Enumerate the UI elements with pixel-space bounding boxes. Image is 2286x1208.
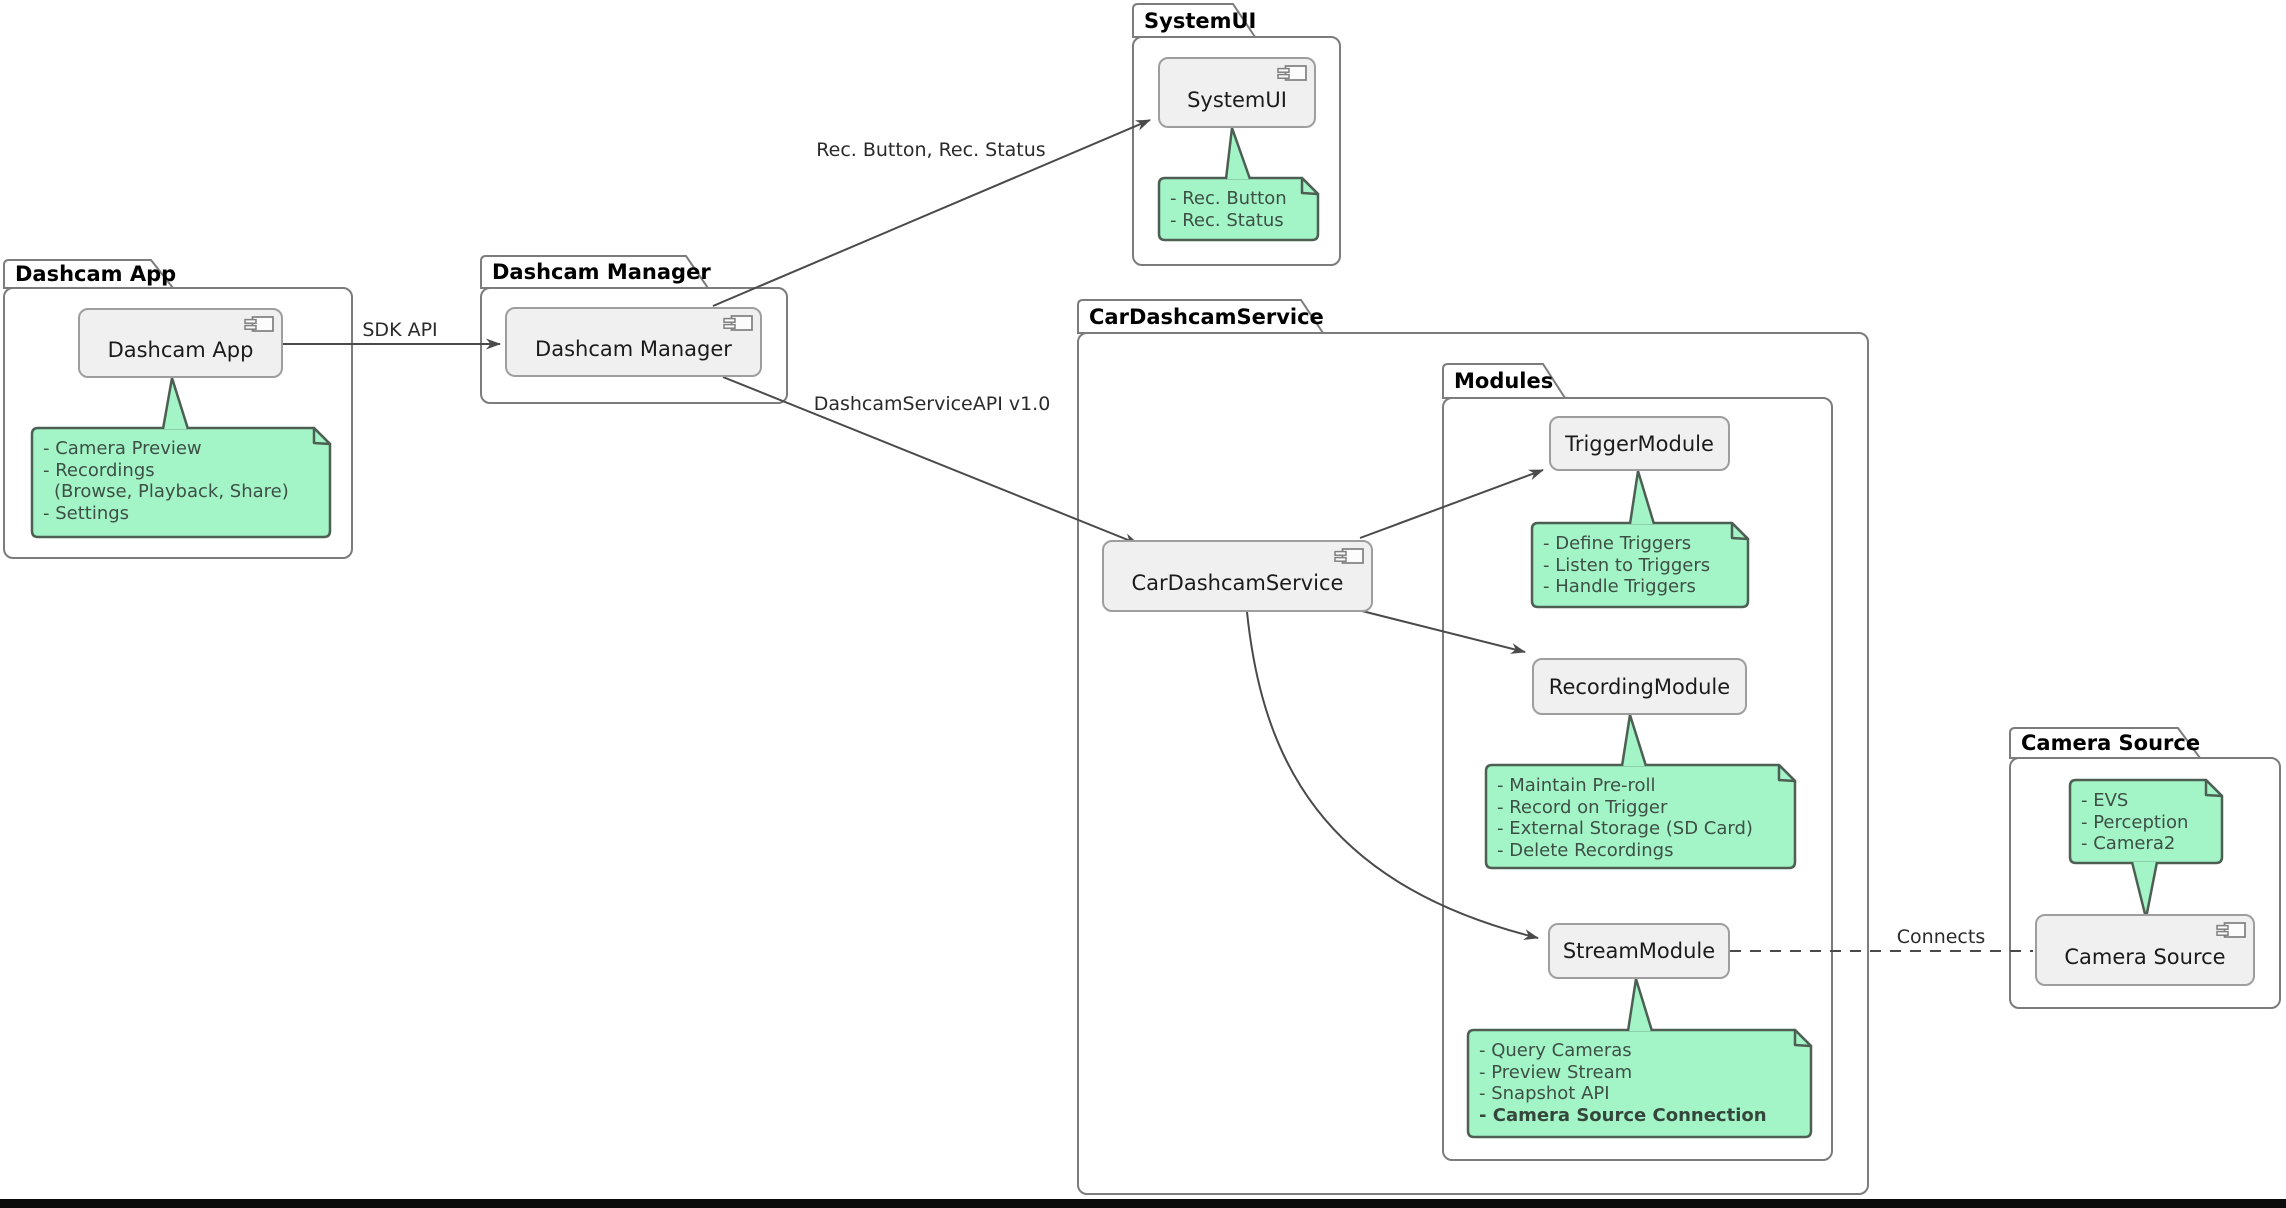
note-camera-source-text: - EVS - Perception - Camera2 bbox=[2070, 780, 2222, 863]
edge-service-to-trigger bbox=[1359, 469, 1544, 539]
note-line: - Delete Recordings bbox=[1497, 839, 1674, 861]
component-systemui: SystemUI bbox=[1158, 57, 1316, 128]
component-cardashcamservice: CarDashcamService bbox=[1102, 540, 1373, 612]
component-label: RecordingModule bbox=[1548, 674, 1731, 699]
component-stream-module: StreamModule bbox=[1548, 923, 1730, 979]
note-line: - Query Cameras bbox=[1479, 1040, 1632, 1061]
note-line: - Camera Preview bbox=[43, 438, 202, 459]
note-line: - Camera2 bbox=[2081, 833, 2176, 855]
component-label: Camera Source bbox=[2064, 945, 2226, 969]
note-line: (Browse, Playback, Share) bbox=[54, 481, 289, 503]
note-line: - Snapshot API bbox=[1479, 1083, 1610, 1105]
component-dashcam-app: Dashcam App bbox=[78, 308, 283, 378]
edge-label-connects: Connects bbox=[1896, 926, 1986, 948]
package-title-dashcam-app: Dashcam App bbox=[15, 262, 177, 286]
edge-service-to-recording bbox=[1357, 609, 1526, 654]
note-line: - Define Triggers bbox=[1543, 533, 1692, 554]
note-recording-pointer bbox=[1620, 713, 1648, 767]
component-recording-module: RecordingModule bbox=[1532, 658, 1747, 715]
component-camera-source: Camera Source bbox=[2035, 914, 2255, 986]
package-title-camera-source: Camera Source bbox=[2021, 731, 2201, 755]
note-systemui-text: - Rec. Button - Rec. Status bbox=[1159, 178, 1318, 240]
component-label: Dashcam App bbox=[107, 338, 254, 362]
note-line: - Camera Source Connection bbox=[1479, 1104, 1767, 1126]
note-line: - Settings bbox=[43, 502, 130, 524]
note-line: - Recordings bbox=[43, 459, 155, 481]
component-icon bbox=[244, 316, 274, 340]
note-line: - Preview Stream bbox=[1479, 1061, 1633, 1083]
component-label: StreamModule bbox=[1562, 939, 1716, 963]
package-title-modules: Modules bbox=[1454, 369, 1554, 393]
package-title-systemui: SystemUI bbox=[1144, 8, 1257, 33]
note-dashcam-app-text: - Camera Preview - Recordings (Browse, P… bbox=[32, 428, 330, 537]
note-line: - Maintain Pre-roll bbox=[1497, 775, 1656, 796]
edge-label-dashcam-service-api: DashcamServiceAPI v1.0 bbox=[813, 393, 1051, 415]
note-line: - Rec. Button bbox=[1170, 188, 1287, 209]
component-trigger-module: TriggerModule bbox=[1549, 416, 1730, 471]
component-icon bbox=[2216, 922, 2246, 946]
note-trigger-pointer bbox=[1628, 469, 1656, 525]
note-line: - Perception bbox=[2081, 811, 2189, 833]
component-icon bbox=[1334, 548, 1364, 572]
note-camera-source-pointer bbox=[2130, 861, 2159, 920]
note-line: - Listen to Triggers bbox=[1543, 554, 1711, 576]
note-dashcam-app-pointer bbox=[161, 376, 190, 430]
component-dashcam-manager: Dashcam Manager bbox=[505, 307, 762, 377]
component-label: CarDashcamService bbox=[1131, 571, 1344, 595]
note-trigger-text: - Define Triggers - Listen to Triggers -… bbox=[1532, 523, 1748, 607]
edge-label-rec-button-status: Rec. Button, Rec. Status bbox=[816, 139, 1046, 161]
note-stream-pointer bbox=[1626, 977, 1654, 1032]
note-systemui-pointer bbox=[1224, 126, 1252, 180]
note-line: - EVS bbox=[2081, 790, 2129, 811]
bottom-bar bbox=[0, 1199, 2286, 1208]
package-title-cardashcamservice: CarDashcamService bbox=[1089, 304, 1324, 329]
edge-label-sdk-api: SDK API bbox=[362, 319, 438, 341]
component-label: TriggerModule bbox=[1565, 431, 1714, 456]
component-label: Dashcam Manager bbox=[535, 337, 732, 361]
note-line: - Record on Trigger bbox=[1497, 796, 1668, 818]
note-line: - Rec. Status bbox=[1170, 209, 1284, 231]
component-icon bbox=[723, 315, 753, 339]
note-line: - Handle Triggers bbox=[1543, 576, 1696, 598]
note-line: - External Storage (SD Card) bbox=[1497, 818, 1753, 840]
package-title-dashcam-manager: Dashcam Manager bbox=[492, 260, 711, 284]
component-icon bbox=[1277, 65, 1307, 89]
note-stream-text: - Query Cameras - Preview Stream - Snaps… bbox=[1468, 1030, 1811, 1137]
component-label: SystemUI bbox=[1187, 87, 1287, 112]
note-recording-text: - Maintain Pre-roll - Record on Trigger … bbox=[1486, 765, 1795, 868]
